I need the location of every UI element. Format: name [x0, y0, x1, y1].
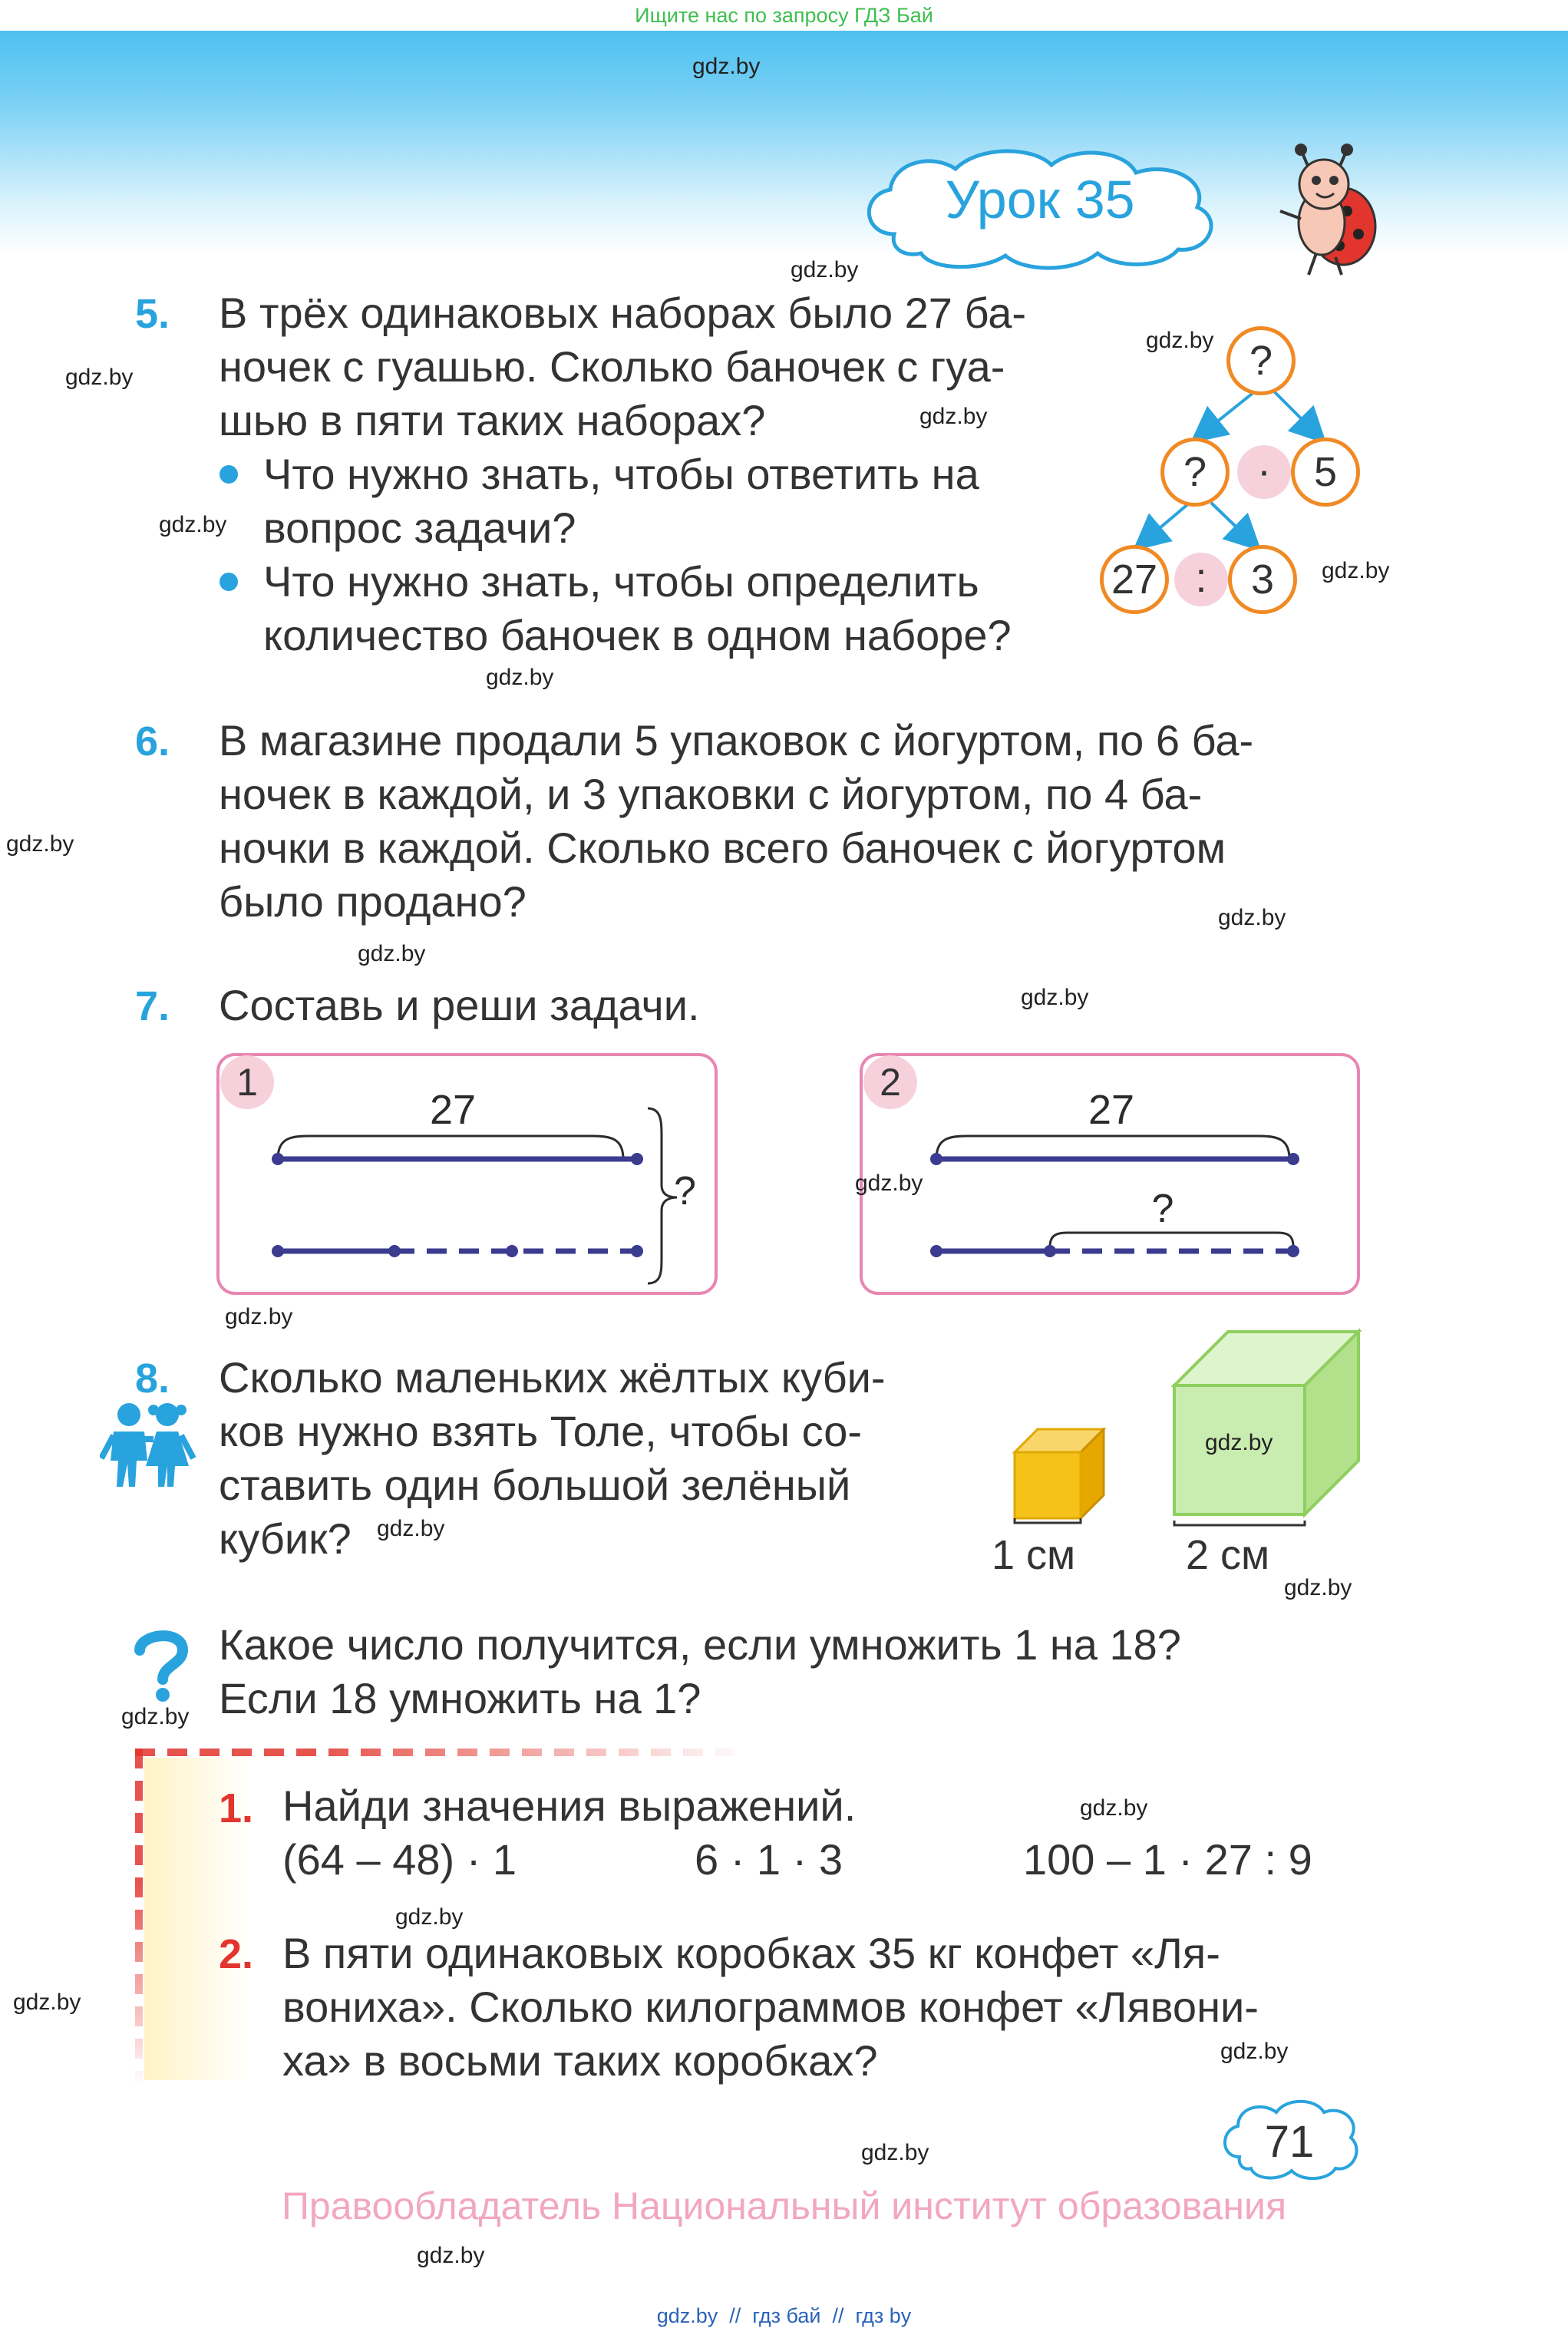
homework-border-left [135, 1749, 143, 2086]
watermark: gdz.by [65, 365, 134, 390]
page-number: 71 [1264, 2117, 1315, 2167]
watermark: gdz.by [6, 831, 74, 857]
search-hint-bar[interactable]: Ищите нас по запросу ГДЗ Бай [0, 0, 1568, 31]
homework-task2-text: В пяти одинаковых коробках 35 кг конфет … [282, 1927, 1358, 2088]
task7-panel-2 [860, 1053, 1360, 1295]
bullet-icon [220, 573, 238, 591]
text-line: вониха». Сколько килограммов конфет «Ляв… [282, 1983, 1259, 2031]
watermark: gdz.by [1080, 1795, 1148, 1821]
cloud-icon [867, 149, 1213, 270]
watermark: gdz.by [1220, 2039, 1289, 2064]
watermark: gdz.by [1322, 558, 1390, 583]
task5-number: 5. [135, 291, 170, 337]
watermark: gdz.by [1021, 985, 1089, 1010]
watermark: gdz.by [13, 1990, 81, 2015]
panel-1-segments [272, 1107, 678, 1285]
scheme-mid-left-circle: ? [1160, 438, 1230, 507]
watermark: gdz.by [1284, 1575, 1352, 1600]
bottom-links[interactable]: gdz.by // гдз бай // гдз by [656, 2304, 912, 2327]
text-line: ночек с гуашью. Сколько баночек с гуа- [219, 342, 1005, 391]
watermark: gdz.by [861, 2140, 929, 2165]
scheme-bottom-right-circle: 3 [1228, 545, 1297, 614]
homework-task1-number: 1. [219, 1785, 254, 1831]
scheme-bottom-operator: : [1174, 553, 1228, 606]
big-cube-label: 2 см [1186, 1532, 1270, 1578]
homework-glow [144, 1758, 682, 2080]
panel-2-top-value: 27 [1088, 1087, 1135, 1133]
expression-2: 6 · 1 · 3 [695, 1835, 843, 1884]
text-line: ставить один большой зелёный [219, 1461, 851, 1509]
panel-2-segments [930, 1134, 1299, 1257]
homework-task2-number: 2. [219, 1931, 254, 1977]
page-number-cloud-icon [1223, 2099, 1358, 2181]
panel-1-badge: 1 [220, 1055, 274, 1109]
text-line: ночки в каждой. Сколько всего баночек с … [219, 824, 1226, 872]
riddle-text: Какое число получится, если умножить 1 н… [219, 1618, 1358, 1725]
text-line: кубик? [219, 1514, 352, 1563]
watermark: gdz.by [159, 512, 227, 537]
task8-number: 8. [135, 1356, 170, 1402]
panel-1-brace-label: ? [674, 1169, 696, 1214]
watermark: gdz.by [395, 1904, 464, 1930]
text-line: Какое число получится, если умножить 1 н… [219, 1620, 1181, 1669]
text-line: ков нужно взять Толе, чтобы со- [219, 1407, 863, 1455]
watermark: gdz.by [1205, 1430, 1273, 1455]
watermark: gdz.by [486, 665, 554, 690]
watermark: gdz.by [692, 54, 761, 79]
bullet-icon [220, 465, 238, 484]
task7-number: 7. [135, 983, 170, 1029]
watermark: gdz.by [121, 1704, 190, 1729]
watermark: gdz.by [225, 1304, 293, 1329]
scheme-mid-operator: · [1237, 445, 1291, 499]
homework-border-top [135, 1749, 749, 1756]
text-line: В магазине продали 5 упаковок с йогуртом… [219, 716, 1254, 764]
expression-3: 100 – 1 · 27 : 9 [1023, 1835, 1312, 1884]
task7-text: Составь и реши задачи. [219, 981, 700, 1029]
solution-scheme-arrows [1132, 390, 1327, 552]
text-line: было продано? [219, 877, 527, 926]
panel-1-top-value: 27 [429, 1087, 477, 1133]
watermark: gdz.by [358, 941, 426, 966]
big-green-cube [1170, 1328, 1362, 1527]
text-line: вопрос задачи? [263, 504, 576, 552]
watermark: gdz.by [855, 1171, 923, 1196]
task6-number: 6. [135, 718, 170, 764]
watermark: gdz.by [417, 2243, 485, 2268]
copyright: Правообладатель Национальный институт об… [281, 2184, 1287, 2227]
text-line: шью в пяти таких наборах? [219, 396, 766, 444]
text-line: ха» в восьми таких коробках? [282, 2036, 878, 2085]
scheme-bottom-left-circle: 27 [1100, 545, 1169, 614]
task5-question-2: Что нужно знать, чтобы определить количе… [263, 555, 1078, 662]
pair-work-icon [100, 1403, 196, 1487]
text-line: Что нужно знать, чтобы ответить на [263, 450, 979, 498]
task5-question-1: Что нужно знать, чтобы ответить на вопро… [263, 447, 1078, 555]
panel-2-badge: 2 [863, 1055, 917, 1109]
task6-text: В магазине продали 5 упаковок с йогуртом… [219, 714, 1358, 929]
text-line: Если 18 умножить на 1? [219, 1674, 701, 1722]
expression-1: (64 – 48) · 1 [282, 1835, 517, 1884]
small-yellow-cube [1012, 1428, 1107, 1524]
homework-task1-text: Найди значения выражений. [282, 1782, 857, 1830]
panel-2-part-label: ? [1151, 1187, 1174, 1231]
task5-text: В трёх одинаковых наборах было 27 ба- но… [219, 286, 1078, 447]
text-line: В пяти одинаковых коробках 35 кг конфет … [282, 1929, 1220, 1977]
text-line: Сколько маленьких жёлтых куби- [219, 1353, 886, 1402]
watermark: gdz.by [377, 1516, 445, 1541]
watermark: gdz.by [791, 257, 859, 282]
text-line: В трёх одинаковых наборах было 27 ба- [219, 289, 1027, 337]
watermark: gdz.by [1146, 328, 1214, 353]
small-cube-label: 1 см [992, 1532, 1076, 1578]
task8-text: Сколько маленьких жёлтых куби- ков нужно… [219, 1351, 944, 1566]
scheme-mid-right-circle: 5 [1291, 438, 1360, 507]
text-line: количество баночек в одном наборе? [263, 611, 1012, 659]
lesson-title: Урок 35 [945, 170, 1135, 230]
text-line: Что нужно знать, чтобы определить [263, 557, 979, 606]
watermark: gdz.by [1218, 905, 1286, 930]
scheme-top-circle: ? [1226, 326, 1296, 395]
question-mark-icon [134, 1630, 189, 1702]
text-line: ночек в каждой, и 3 упаковки с йогуртом,… [219, 770, 1203, 818]
ladybug-icon [1279, 144, 1377, 276]
watermark: gdz.by [919, 404, 988, 429]
